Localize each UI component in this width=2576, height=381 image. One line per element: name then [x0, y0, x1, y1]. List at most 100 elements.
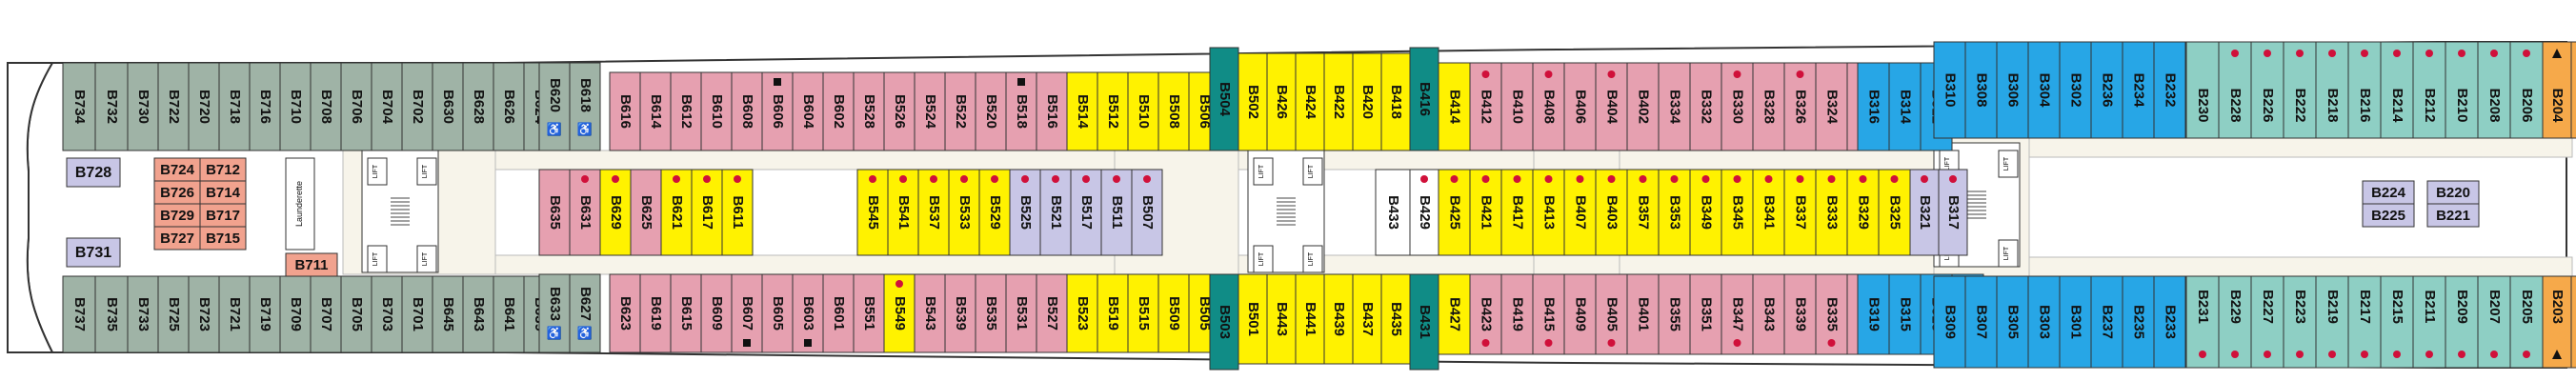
- cabin-b715[interactable]: B715: [199, 226, 247, 251]
- cabin-b533[interactable]: B533: [948, 169, 980, 256]
- cabin-b512[interactable]: B512: [1097, 71, 1129, 151]
- cabin-b355[interactable]: B355: [1658, 273, 1691, 355]
- cabin-b207[interactable]: B207: [2477, 275, 2511, 369]
- cabin-b353[interactable]: B353: [1658, 169, 1691, 256]
- cabin-b608[interactable]: B608: [731, 71, 763, 151]
- cabin-b423[interactable]: B423: [1469, 273, 1502, 355]
- cabin-b220[interactable]: B220: [2426, 180, 2480, 205]
- cabin-b722[interactable]: B722: [157, 62, 190, 151]
- cabin-b520[interactable]: B520: [975, 71, 1007, 151]
- cabin-b711[interactable]: B711: [285, 252, 338, 277]
- cabin-b601[interactable]: B601: [822, 273, 855, 353]
- cabin-b409[interactable]: B409: [1563, 273, 1597, 355]
- cabin-b535[interactable]: B535: [975, 273, 1007, 353]
- cabin-b418[interactable]: B418: [1380, 52, 1411, 151]
- cabin-b728[interactable]: B728: [66, 157, 121, 188]
- cabin-b202[interactable]: B202: [2570, 41, 2576, 139]
- cabin-b611[interactable]: B611: [721, 169, 754, 256]
- cabin-b307[interactable]: B307: [1964, 275, 1998, 369]
- cabin-b424[interactable]: B424: [1295, 52, 1325, 151]
- cabin-b231[interactable]: B231: [2185, 275, 2220, 369]
- cabin-b345[interactable]: B345: [1721, 169, 1754, 256]
- cabin-b517[interactable]: B517: [1070, 169, 1102, 256]
- cabin-b431[interactable]: B431: [1409, 273, 1439, 371]
- cabin-b417[interactable]: B417: [1500, 169, 1534, 256]
- cabin-b625[interactable]: B625: [630, 169, 662, 256]
- cabin-b507[interactable]: B507: [1131, 169, 1163, 256]
- cabin-b210[interactable]: B210: [2445, 41, 2479, 139]
- cabin-b219[interactable]: B219: [2315, 275, 2349, 369]
- cabin-b525[interactable]: B525: [1009, 169, 1041, 256]
- cabin-b609[interactable]: B609: [700, 273, 733, 353]
- cabin-b720[interactable]: B720: [188, 62, 220, 151]
- cabin-b230[interactable]: B230: [2185, 41, 2220, 139]
- cabin-b712[interactable]: B712: [199, 157, 247, 182]
- cabin-b227[interactable]: B227: [2250, 275, 2284, 369]
- cabin-b643[interactable]: B643: [462, 275, 494, 353]
- cabin-b347[interactable]: B347: [1721, 273, 1754, 355]
- cabin-b618[interactable]: B618♿: [569, 62, 601, 151]
- cabin-b339[interactable]: B339: [1783, 273, 1817, 355]
- cabin-b319[interactable]: B319: [1857, 273, 1890, 355]
- cabin-b719[interactable]: B719: [249, 275, 281, 353]
- cabin-b429[interactable]: B429: [1409, 169, 1439, 256]
- cabin-b708[interactable]: B708: [310, 62, 342, 151]
- cabin-b326[interactable]: B326: [1783, 62, 1817, 151]
- cabin-b718[interactable]: B718: [218, 62, 251, 151]
- cabin-b341[interactable]: B341: [1752, 169, 1785, 256]
- cabin-b526[interactable]: B526: [883, 71, 916, 151]
- cabin-b233[interactable]: B233: [2153, 275, 2186, 369]
- cabin-b514[interactable]: B514: [1066, 71, 1098, 151]
- cabin-b435[interactable]: B435: [1380, 273, 1411, 365]
- cabin-b222[interactable]: B222: [2283, 41, 2317, 139]
- cabin-b229[interactable]: B229: [2218, 275, 2252, 369]
- cabin-b628[interactable]: B628: [462, 62, 494, 151]
- cabin-b226[interactable]: B226: [2250, 41, 2284, 139]
- cabin-b422[interactable]: B422: [1323, 52, 1354, 151]
- cabin-b415[interactable]: B415: [1532, 273, 1565, 355]
- cabin-b706[interactable]: B706: [340, 62, 372, 151]
- cabin-b333[interactable]: B333: [1815, 169, 1848, 256]
- cabin-b439[interactable]: B439: [1323, 273, 1354, 365]
- cabin-b301[interactable]: B301: [2059, 275, 2092, 369]
- cabin-b607[interactable]: B607: [731, 273, 763, 353]
- cabin-b201[interactable]: B201: [2570, 275, 2576, 369]
- cabin-b413[interactable]: B413: [1532, 169, 1565, 256]
- cabin-b710[interactable]: B710: [279, 62, 312, 151]
- cabin-b321[interactable]: B321: [1909, 169, 1940, 256]
- cabin-b635[interactable]: B635: [538, 169, 571, 256]
- cabin-b702[interactable]: B702: [401, 62, 433, 151]
- cabin-b205[interactable]: B205: [2509, 275, 2544, 369]
- cabin-b214[interactable]: B214: [2380, 41, 2414, 139]
- cabin-b623[interactable]: B623: [609, 273, 641, 353]
- cabin-b510[interactable]: B510: [1127, 71, 1159, 151]
- cabin-b527[interactable]: B527: [1036, 273, 1068, 353]
- cabin-b420[interactable]: B420: [1352, 52, 1382, 151]
- cabin-b523[interactable]: B523: [1066, 273, 1098, 353]
- cabin-b357[interactable]: B357: [1626, 169, 1660, 256]
- cabin-b627[interactable]: B627♿: [569, 273, 601, 353]
- cabin-b308[interactable]: B308: [1964, 41, 1998, 139]
- cabin-b511[interactable]: B511: [1100, 169, 1133, 256]
- cabin-b518[interactable]: B518: [1005, 71, 1037, 151]
- cabin-b303[interactable]: B303: [2027, 275, 2061, 369]
- cabin-b217[interactable]: B217: [2347, 275, 2382, 369]
- cabin-b223[interactable]: B223: [2283, 275, 2317, 369]
- cabin-b614[interactable]: B614: [639, 71, 672, 151]
- cabin-b235[interactable]: B235: [2122, 275, 2155, 369]
- cabin-b324[interactable]: B324: [1815, 62, 1848, 151]
- cabin-b707[interactable]: B707: [310, 275, 342, 353]
- cabin-b216[interactable]: B216: [2347, 41, 2382, 139]
- cabin-b714[interactable]: B714: [199, 180, 247, 205]
- cabin-b529[interactable]: B529: [978, 169, 1011, 256]
- cabin-b724[interactable]: B724: [153, 157, 201, 182]
- cabin-b522[interactable]: B522: [944, 71, 976, 151]
- cabin-b215[interactable]: B215: [2380, 275, 2414, 369]
- cabin-b645[interactable]: B645: [432, 275, 464, 353]
- cabin-b508[interactable]: B508: [1157, 71, 1190, 151]
- cabin-b306[interactable]: B306: [1996, 41, 2029, 139]
- cabin-b310[interactable]: B310: [1933, 41, 1966, 139]
- cabin-b414[interactable]: B414: [1438, 62, 1471, 151]
- cabin-b727[interactable]: B727: [153, 226, 201, 251]
- cabin-b416[interactable]: B416: [1409, 47, 1439, 151]
